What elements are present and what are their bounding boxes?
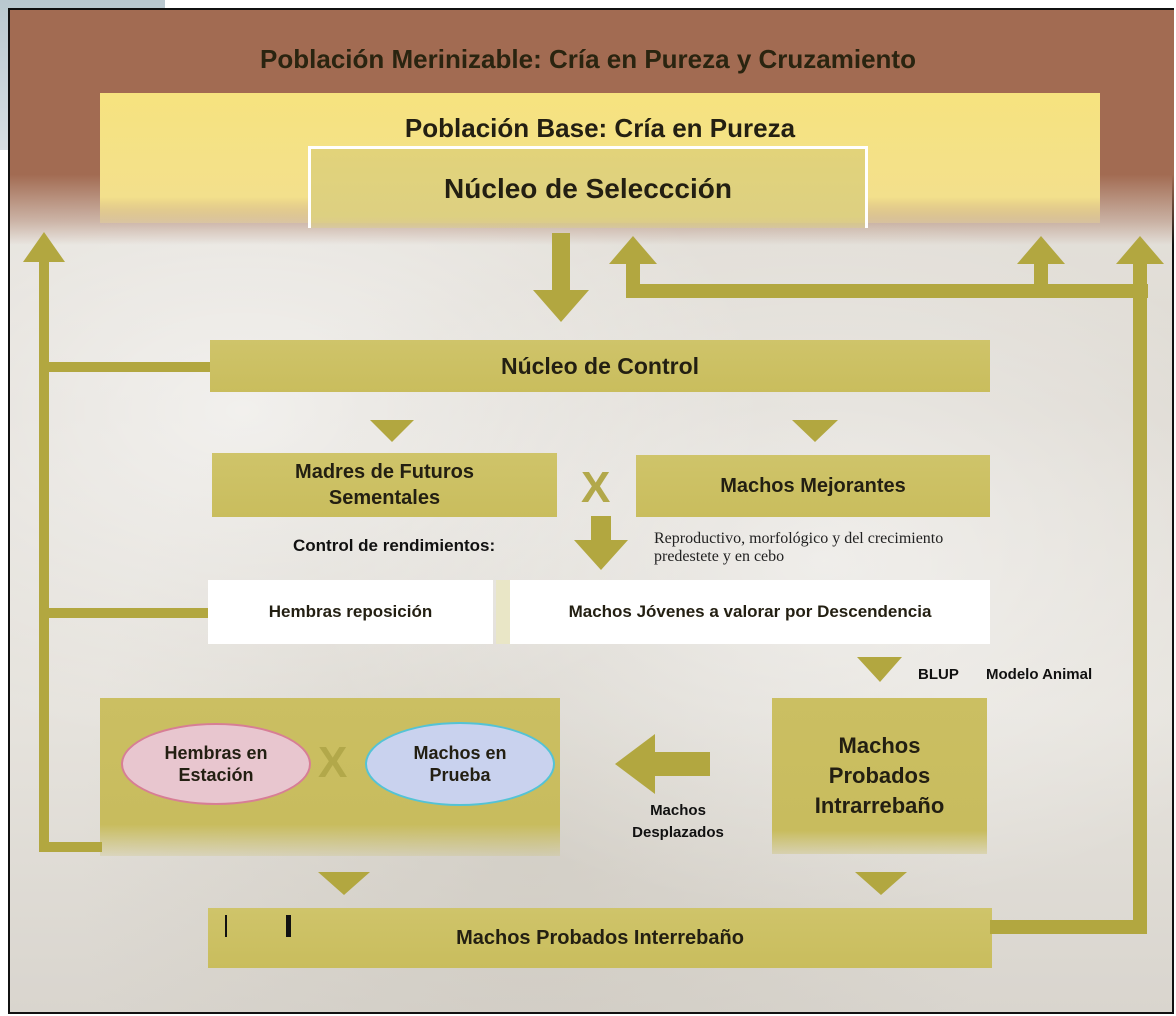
right-loop-up-left-head [609, 236, 657, 264]
left-branch-reposicion [44, 608, 208, 618]
cross-symbol-bottom: X [318, 738, 348, 787]
machos-mejorantes-label: Machos Mejorantes [720, 474, 906, 497]
desplazados-arrow-shaft [652, 752, 710, 776]
cross-symbol-top: X [581, 463, 611, 512]
right-loop-bottom [990, 920, 1147, 934]
rendimientos-arrow-shaft [591, 516, 611, 546]
machos-probados-intra-label: Machos Probados Intrarrebaño [814, 733, 945, 818]
triangle-bottom-left [318, 872, 370, 895]
marker-thick [286, 915, 291, 937]
machos-prueba-ellipse: Machos en Prueba [365, 722, 555, 806]
machos-probados-inter-box: Machos Probados Interrebaño [208, 908, 992, 968]
nucleo-seleccion-box: Núcleo de Seleccción [308, 146, 868, 228]
control-detail-text: Reproductivo, morfológico y del crecimie… [654, 530, 944, 565]
machos-probados-intra-box: Machos Probados Intrarrebaño [772, 698, 987, 854]
hembras-reposicion-label: Hembras reposición [268, 602, 433, 621]
modelo-animal-label: Modelo Animal [986, 666, 1093, 683]
machos-desplazados-label: Machos Desplazados [632, 802, 724, 841]
nucleo-seleccion-label: Núcleo de Seleccción [444, 172, 732, 204]
desplazados-arrow-head [615, 734, 655, 794]
box-separator [496, 580, 510, 644]
nucleo-control-box: Núcleo de Control [210, 340, 990, 392]
right-loop-up-mid-shaft [1034, 262, 1048, 292]
down-arrow-head [533, 290, 589, 322]
triangle-to-madres [370, 420, 414, 442]
base-population-title: Población Base: Cría en Pureza [404, 113, 796, 143]
hembras-estacion-ellipse: Hembras en Estación [121, 723, 311, 805]
triangle-blup [857, 657, 902, 682]
nucleo-control-label: Núcleo de Control [500, 352, 700, 379]
machos-jovenes-label: Machos Jóvenes a valorar por Descendenci… [568, 602, 932, 621]
down-arrow-shaft [552, 233, 570, 295]
rendimientos-arrow-head [574, 540, 628, 570]
left-branch-evaluacion [44, 842, 102, 852]
control-rendimientos-label: Control de rendimientos: [293, 536, 496, 555]
right-loop-up-mid-head [1017, 236, 1065, 264]
right-loop-up-right-head [1116, 236, 1164, 264]
machos-prueba-label: Machos en Prueba [413, 743, 507, 785]
hembras-estacion-label: Hembras en Estación [164, 743, 268, 785]
machos-probados-inter-label: Machos Probados Interrebaño [456, 926, 744, 949]
marker-thin [225, 915, 227, 937]
triangle-bottom-right [855, 872, 907, 895]
madres-label: Madres de Futuros Sementales [295, 461, 474, 509]
blup-label: BLUP [918, 666, 959, 683]
madres-box: Madres de Futuros Sementales [212, 453, 557, 517]
right-loop-top [626, 284, 1148, 298]
right-loop-up-left-shaft [626, 262, 640, 298]
left-up-arrowhead [23, 232, 65, 262]
right-loop-vertical [1133, 284, 1147, 932]
left-feedback-line [39, 255, 49, 852]
outer-population-title: Población Merinizable: Cría en Pureza y … [260, 44, 916, 74]
left-branch-control [44, 362, 210, 372]
machos-mejorantes-box: Machos Mejorantes [636, 455, 990, 517]
hembras-reposicion-box: Hembras reposición [208, 580, 493, 644]
triangle-to-mejorantes [792, 420, 838, 442]
machos-jovenes-box: Machos Jóvenes a valorar por Descendenci… [510, 580, 990, 644]
